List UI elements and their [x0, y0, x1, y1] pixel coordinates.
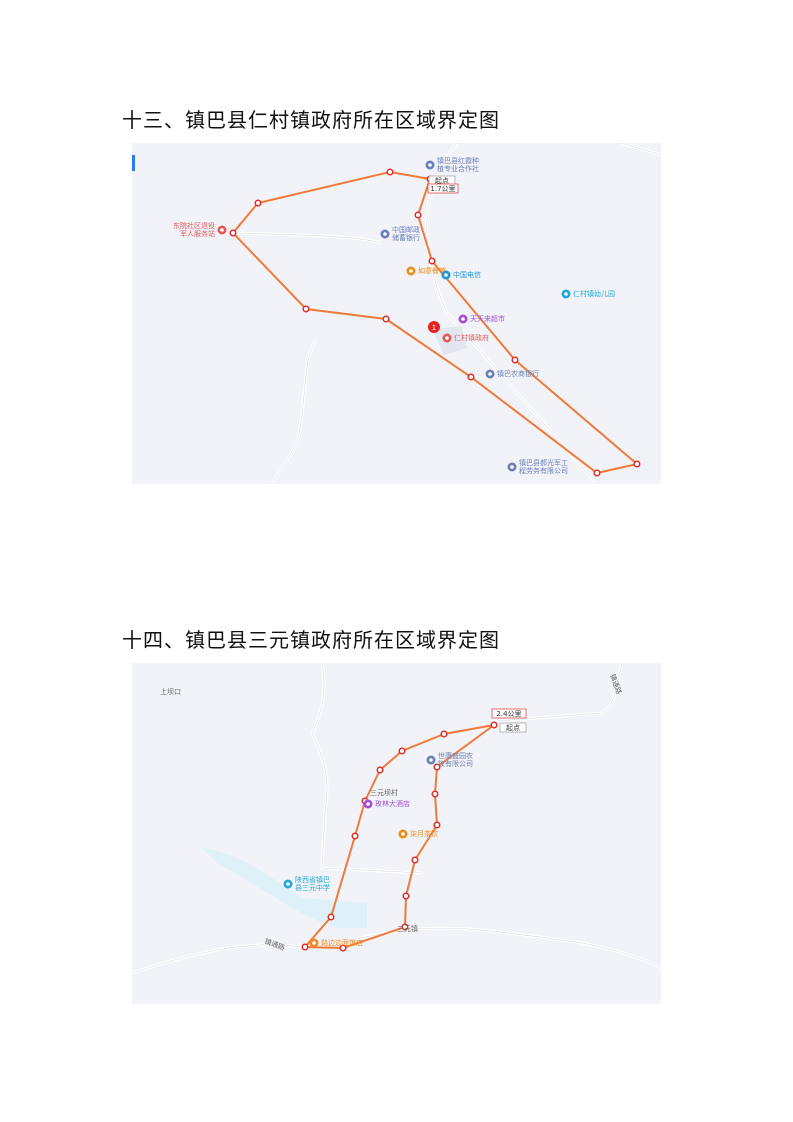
poi-label: 如意餐馆 — [418, 266, 446, 275]
route-node — [301, 943, 309, 951]
route-node — [433, 763, 441, 771]
route-node — [433, 821, 441, 829]
route-node — [398, 747, 406, 755]
poi-label: 路边边面馆店 — [321, 938, 363, 947]
route-node — [401, 923, 409, 931]
route-node — [633, 460, 641, 468]
route-node — [339, 944, 347, 952]
map-sanyuan: 世康盛园农牧有限公司玫林大酒店柒月茶饮陕西省镇巴县三元中学路边边面馆店 上坝口三元… — [132, 663, 661, 1004]
poi-pin-dot — [510, 465, 514, 469]
water-area — [202, 848, 367, 928]
poi-label: 储蓄银行 — [392, 233, 420, 242]
poi-pin-dot — [366, 802, 370, 806]
distance-label-box — [427, 183, 459, 194]
start-label: 起点 — [435, 177, 449, 185]
route-node — [411, 856, 419, 864]
route-node — [254, 199, 262, 207]
poi-pin-dot — [220, 228, 224, 232]
poi-label: 牧有限公司 — [438, 759, 473, 768]
map-edge-marker — [132, 155, 135, 171]
route-line — [302, 724, 495, 950]
distance-label-box — [491, 708, 527, 719]
place-label: 三元镇 — [397, 924, 418, 933]
poi-pin-dot — [444, 273, 448, 277]
start-label-box — [499, 722, 527, 733]
start-label: 起点 — [506, 724, 520, 732]
route-node — [302, 305, 310, 313]
road-edge — [132, 927, 661, 974]
route-node — [229, 229, 237, 237]
poi-label: 镇巴县红霞种 — [437, 156, 479, 165]
poi-label: 镇巴县郝光军工 — [519, 458, 568, 467]
route-node — [593, 469, 601, 477]
poi-pin-dot — [401, 832, 405, 836]
place-label: 镇通路 — [263, 936, 286, 952]
distance-label: 1.7公里 — [430, 185, 455, 193]
road — [270, 337, 319, 484]
poi-pin-dot — [383, 232, 387, 236]
route-node — [431, 790, 439, 798]
poi-label: 东院社区退役 — [173, 221, 215, 230]
poi-pin-dot — [429, 758, 433, 762]
poi-label: 镇巴农商银行 — [497, 369, 539, 378]
route-node — [467, 373, 475, 381]
poi-label: 中国邮政 — [392, 225, 420, 234]
poi-label: 天天来超市 — [470, 314, 505, 323]
poi-pin-dot — [409, 269, 413, 273]
route-node — [327, 913, 335, 921]
distance-label: 2.4公里 — [496, 710, 521, 718]
poi-pin-dot — [428, 163, 432, 167]
route-node — [382, 315, 390, 323]
place-label: 镇通路 — [608, 673, 624, 696]
road — [425, 143, 599, 484]
road — [310, 663, 423, 875]
road-edge — [621, 143, 661, 156]
poi-label: 植专业合作社 — [437, 164, 479, 173]
place-label: 三元坝村 — [370, 788, 398, 797]
road — [132, 926, 661, 975]
poi-label: 中国电信 — [453, 270, 481, 279]
poi-label: 程劳务有限公司 — [519, 466, 568, 475]
section-14-title: 十四、镇巴县三元镇政府所在区域界定图 — [122, 628, 500, 652]
route-node — [386, 168, 394, 176]
location-marker-icon — [428, 321, 440, 333]
road-edge — [271, 337, 318, 484]
poi-pin-dot — [564, 292, 568, 296]
poi-label: 玫林大酒店 — [375, 799, 410, 808]
route-node — [351, 832, 359, 840]
poi-label: 县三元中学 — [295, 883, 330, 892]
poi-label: 世康盛园农 — [438, 751, 473, 760]
poi-label: 仁村镇政府 — [454, 333, 489, 342]
route-node — [428, 257, 436, 265]
map-rencun: 镇巴县红霞种植专业合作社东院社区退役军人服务站 中国邮政储蓄银行如意餐馆中国电信仁… — [132, 143, 661, 484]
poi-label: 陕西省镇巴 — [295, 875, 330, 884]
poi-pin-dot — [286, 882, 290, 886]
poi-label: 柒月茶饮 — [410, 829, 438, 838]
road-edge — [426, 143, 598, 484]
location-marker-number: 1 — [432, 324, 436, 332]
section-13-title: 十三、镇巴县仁村镇政府所在区域界定图 — [122, 108, 500, 132]
route-node — [376, 766, 384, 774]
road-edge — [232, 232, 383, 244]
route-node — [511, 356, 519, 364]
poi-label: 军人服务站 — [180, 229, 215, 238]
route-node — [490, 721, 498, 729]
poi-pin-dot — [312, 941, 316, 945]
road — [232, 231, 383, 245]
place-label: 上坝口 — [160, 687, 181, 696]
road-edge — [471, 663, 623, 724]
poi-pin-dot — [461, 317, 465, 321]
route-node — [440, 730, 448, 738]
poi-pin-dot — [445, 336, 449, 340]
poi-pin-dot — [488, 372, 492, 376]
poi-label: 仁村镇幼儿园 — [573, 289, 615, 298]
route-node — [402, 892, 410, 900]
route-node — [414, 211, 422, 219]
road-edge — [311, 663, 423, 874]
